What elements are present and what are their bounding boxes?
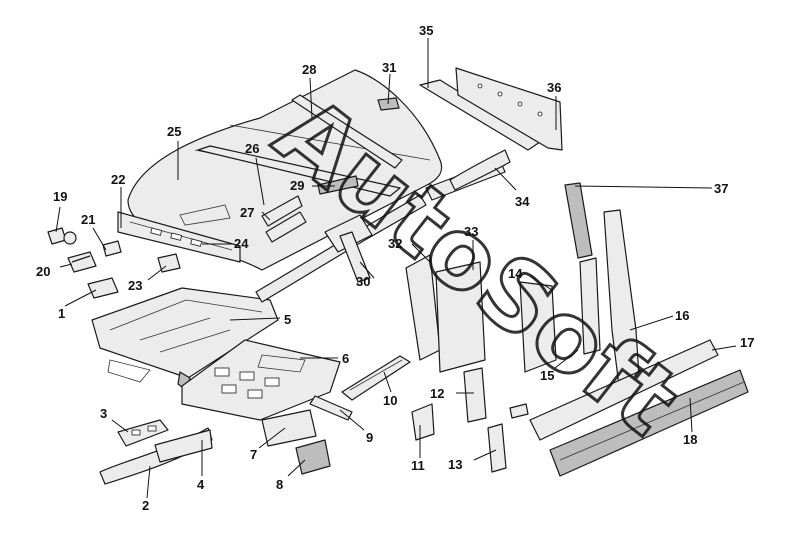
callout-12: 12 (430, 386, 444, 401)
callout-20: 20 (36, 264, 50, 279)
callout-27: 27 (240, 205, 254, 220)
body-pillars (405, 182, 641, 395)
callout-32: 32 (388, 236, 402, 251)
roof-side-rail (425, 149, 511, 201)
callout-5: 5 (284, 312, 291, 327)
callout-26: 26 (245, 141, 259, 156)
callout-35: 35 (419, 23, 433, 38)
callout-29: 29 (290, 178, 304, 193)
callout-24: 24 (234, 236, 249, 251)
callout-14: 14 (508, 266, 523, 281)
callout-18: 18 (683, 432, 697, 447)
callout-10: 10 (383, 393, 397, 408)
callout-3: 3 (100, 406, 107, 421)
callout-8: 8 (276, 477, 283, 492)
callout-13: 13 (448, 457, 462, 472)
small-pillar-brackets (411, 367, 529, 473)
callout-22: 22 (111, 172, 125, 187)
side-sills (529, 339, 749, 477)
floor-panel-rear (181, 339, 341, 421)
callout-21: 21 (81, 212, 95, 227)
callout-16: 16 (675, 308, 689, 323)
floor-panel-front (91, 287, 279, 391)
callout-33: 33 (464, 224, 478, 239)
callout-37: 37 (714, 181, 728, 196)
callout-31: 31 (382, 60, 396, 75)
callout-28: 28 (302, 62, 316, 77)
roof-front-frame (117, 211, 241, 263)
leader-lines (55, 38, 737, 499)
small-brackets (47, 227, 181, 299)
callout-numbers: 1 2 3 4 5 6 7 8 9 10 11 12 13 14 15 16 1… (36, 23, 754, 513)
rear-header (419, 67, 563, 151)
callout-23: 23 (128, 278, 142, 293)
callout-30: 30 (356, 274, 370, 289)
callout-19: 19 (53, 189, 67, 204)
callout-6: 6 (342, 351, 349, 366)
callout-17: 17 (740, 335, 754, 350)
callout-7: 7 (250, 447, 257, 462)
floor-sills-and-brackets (99, 355, 411, 485)
callout-25: 25 (167, 124, 181, 139)
roof-bows-and-rails (255, 175, 427, 303)
callout-11: 11 (411, 458, 425, 473)
callout-2: 2 (142, 498, 149, 513)
callout-15: 15 (540, 368, 554, 383)
callout-4: 4 (197, 477, 205, 492)
callout-36: 36 (547, 80, 561, 95)
callout-34: 34 (515, 194, 530, 209)
callout-9: 9 (366, 430, 373, 445)
callout-1: 1 (58, 306, 65, 321)
